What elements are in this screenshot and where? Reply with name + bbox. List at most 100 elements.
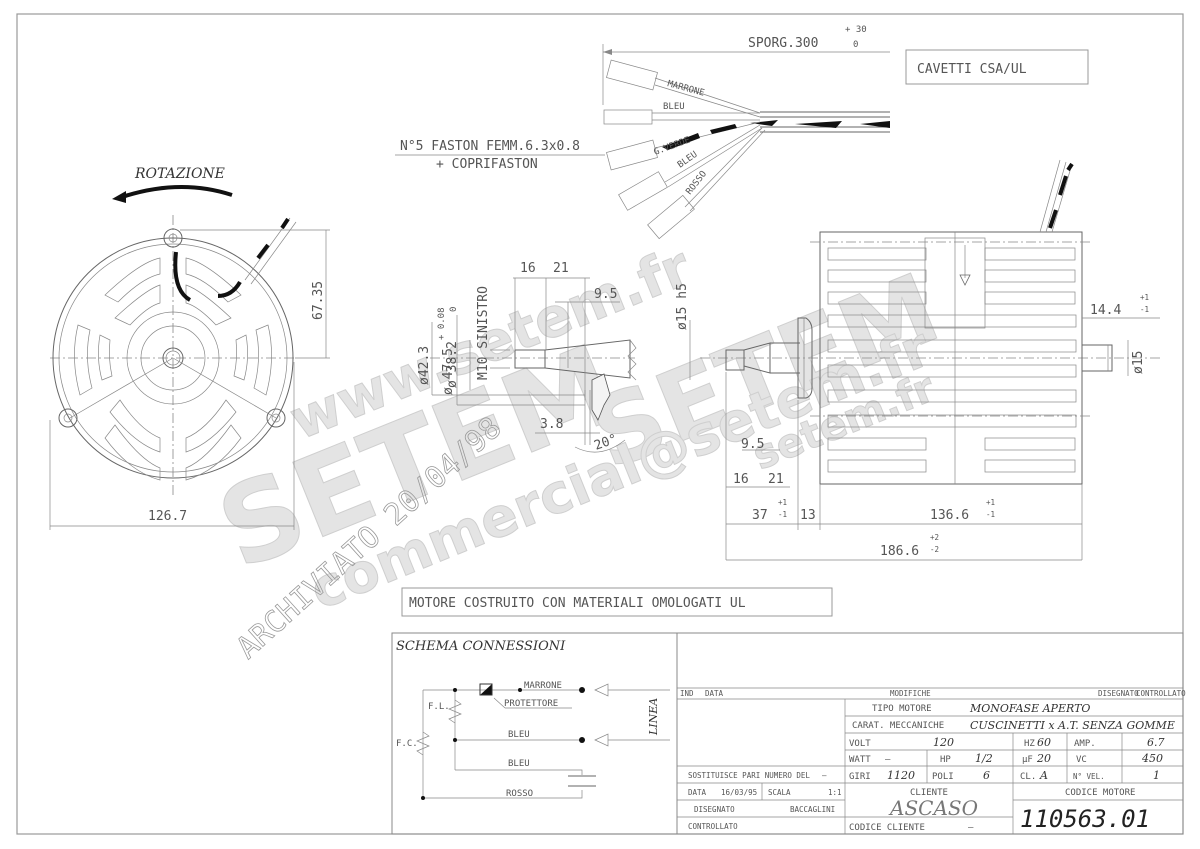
wire-label-rosso: ROSSO (684, 169, 709, 197)
cable-harness: SPORG.300 + 30 0 N°5 FASTON FEMM.6.3x0.8… (395, 25, 1089, 240)
dim-d42-3: ø42.3 (417, 346, 432, 385)
svg-text:1: 1 (1153, 769, 1160, 782)
svg-text:GIRI: GIRI (849, 772, 871, 782)
ul-note-box (401, 587, 833, 617)
svg-text:+ 30: + 30 (845, 25, 867, 35)
svg-text:TIPO MOTORE: TIPO MOTORE (872, 704, 932, 714)
svg-text:MODIFICHE: MODIFICHE (890, 689, 931, 698)
svg-text:1:1: 1:1 (828, 788, 842, 797)
svg-text:WATT: WATT (849, 755, 871, 765)
title-block: IND DATA MODIFICHE DISEGNATO CONTROLLATO… (676, 632, 1186, 835)
svg-text:SCALA: SCALA (768, 788, 791, 797)
dim-186-6: 186.6 (880, 544, 919, 559)
svg-text:+ 0.08: + 0.08 (437, 307, 447, 340)
svg-text:F.C.: F.C. (396, 739, 418, 749)
dim-14-4: 14.4 (1090, 303, 1121, 318)
svg-text:BLEU: BLEU (508, 759, 530, 769)
svg-text:–: – (885, 755, 891, 765)
svg-text:CODICE CLIENTE: CODICE CLIENTE (849, 823, 925, 833)
svg-text:+1: +1 (986, 498, 995, 507)
svg-text:20: 20 (1036, 752, 1051, 765)
dim-d38-2: ø 38.2 (445, 341, 460, 388)
faston-note-2: + COPRIFASTON (436, 157, 538, 172)
cable-note-box (905, 49, 1089, 85)
dim-front-height: 67.35 (311, 281, 326, 320)
svg-text:6.7: 6.7 (1147, 736, 1165, 749)
svg-text:21: 21 (768, 472, 784, 487)
cable-note: CAVETTI CSA/UL (917, 62, 1027, 77)
svg-text:–: – (822, 771, 827, 780)
dim-136-6: 136.6 (930, 508, 969, 523)
svg-text:CONTROLLATO: CONTROLLATO (688, 822, 738, 831)
svg-text:DATA: DATA (688, 788, 707, 797)
motor-front-view: ROTAZIONE (49, 166, 330, 530)
shaft-diameter: ø15 h5 (675, 283, 690, 330)
svg-text:450: 450 (1141, 752, 1163, 765)
tipo-motore: MONOFASE APERTO (969, 702, 1090, 715)
svg-text:PROTETTORE: PROTETTORE (504, 699, 558, 709)
svg-text:0: 0 (853, 40, 858, 50)
svg-text:CLIENTE: CLIENTE (910, 788, 948, 798)
svg-text:MARRONE: MARRONE (524, 681, 562, 691)
shaft-detail: 16 21 9.5 ø 47.5 ø42.3 ø 38.2 + 0.08 0 M… (417, 261, 691, 454)
drawing-date: 16/03/95 (721, 788, 757, 797)
schema-title: SCHEMA CONNESSIONI (396, 639, 566, 654)
svg-text:A: A (1039, 769, 1048, 782)
svg-text:-2: -2 (930, 545, 939, 554)
svg-text:N° VEL.: N° VEL. (1073, 772, 1105, 781)
svg-text:6: 6 (983, 769, 990, 782)
faston-note: N°5 FASTON FEMM.6.3x0.8 (400, 139, 580, 154)
svg-text:IND: IND (680, 689, 694, 698)
svg-text:-1: -1 (986, 510, 995, 519)
svg-text:+2: +2 (930, 533, 939, 542)
connection-schema: SCHEMA CONNESSIONI MARRONE PROTETTORE BL… (391, 632, 678, 835)
svg-text:1/2: 1/2 (975, 752, 993, 765)
svg-text:SOSTITUISCE PARI NUMERO DEL: SOSTITUISCE PARI NUMERO DEL (688, 771, 810, 780)
svg-text:60: 60 (1037, 736, 1051, 749)
rotation-label: ROTAZIONE (134, 166, 225, 182)
dim-front-width: 126.7 (148, 509, 187, 524)
thread-spec: M10 SINISTRO (476, 286, 491, 380)
svg-text:BLEU: BLEU (508, 730, 530, 740)
svg-text:CARAT. MECCANICHE: CARAT. MECCANICHE (852, 721, 944, 731)
svg-text:VOLT: VOLT (849, 739, 871, 749)
svg-text:CONTROLLATO: CONTROLLATO (1136, 689, 1186, 698)
svg-text:POLI: POLI (932, 772, 954, 782)
svg-text:ROSSO: ROSSO (506, 789, 533, 799)
svg-text:+1: +1 (1140, 293, 1149, 302)
svg-text:DATA: DATA (705, 689, 724, 698)
dim-d47-5: ø 47.5 (441, 348, 456, 395)
rear-shaft-diameter: ø15 (1131, 351, 1146, 374)
wire-label-bleu-2: BLEU (676, 150, 700, 171)
svg-text:LINEA: LINEA (647, 698, 660, 736)
svg-text:0: 0 (449, 307, 459, 312)
svg-text:HZ: HZ (1024, 739, 1035, 749)
cliente-name: ASCASO (888, 796, 978, 820)
lead-length: SPORG.300 (748, 36, 818, 51)
svg-text:BACCAGLINI: BACCAGLINI (790, 805, 835, 814)
motor-side-view: ø15 14.4 +1 -1 9.5 16 21 37 +1 -1 13 136… (700, 159, 1160, 561)
svg-text:-1: -1 (778, 510, 787, 519)
svg-text:CODICE MOTORE: CODICE MOTORE (1065, 788, 1135, 798)
svg-text:AMP.: AMP. (1074, 739, 1096, 749)
codice-motore: 110563.01 (1020, 805, 1150, 833)
svg-text:HP: HP (940, 755, 951, 765)
svg-text:9.5: 9.5 (741, 437, 764, 452)
dim-37: 37 (752, 508, 768, 523)
svg-text:3.8: 3.8 (540, 417, 563, 432)
svg-text:9.5: 9.5 (594, 287, 617, 302)
svg-text:16: 16 (733, 472, 749, 487)
svg-text:µF: µF (1022, 755, 1033, 765)
svg-text:–: – (968, 823, 974, 833)
svg-text:-1: -1 (1140, 305, 1149, 314)
svg-text:DISEGNATO: DISEGNATO (1098, 689, 1139, 698)
svg-text:VC: VC (1076, 755, 1087, 765)
svg-text:21: 21 (553, 261, 569, 276)
svg-text:+1: +1 (778, 498, 787, 507)
dim-13: 13 (800, 508, 816, 523)
ul-note: MOTORE COSTRUITO CON MATERIALI OMOLOGATI… (409, 596, 746, 611)
svg-text:CL.: CL. (1020, 772, 1036, 782)
svg-text:DISEGNATO: DISEGNATO (694, 805, 735, 814)
svg-text:16: 16 (520, 261, 536, 276)
